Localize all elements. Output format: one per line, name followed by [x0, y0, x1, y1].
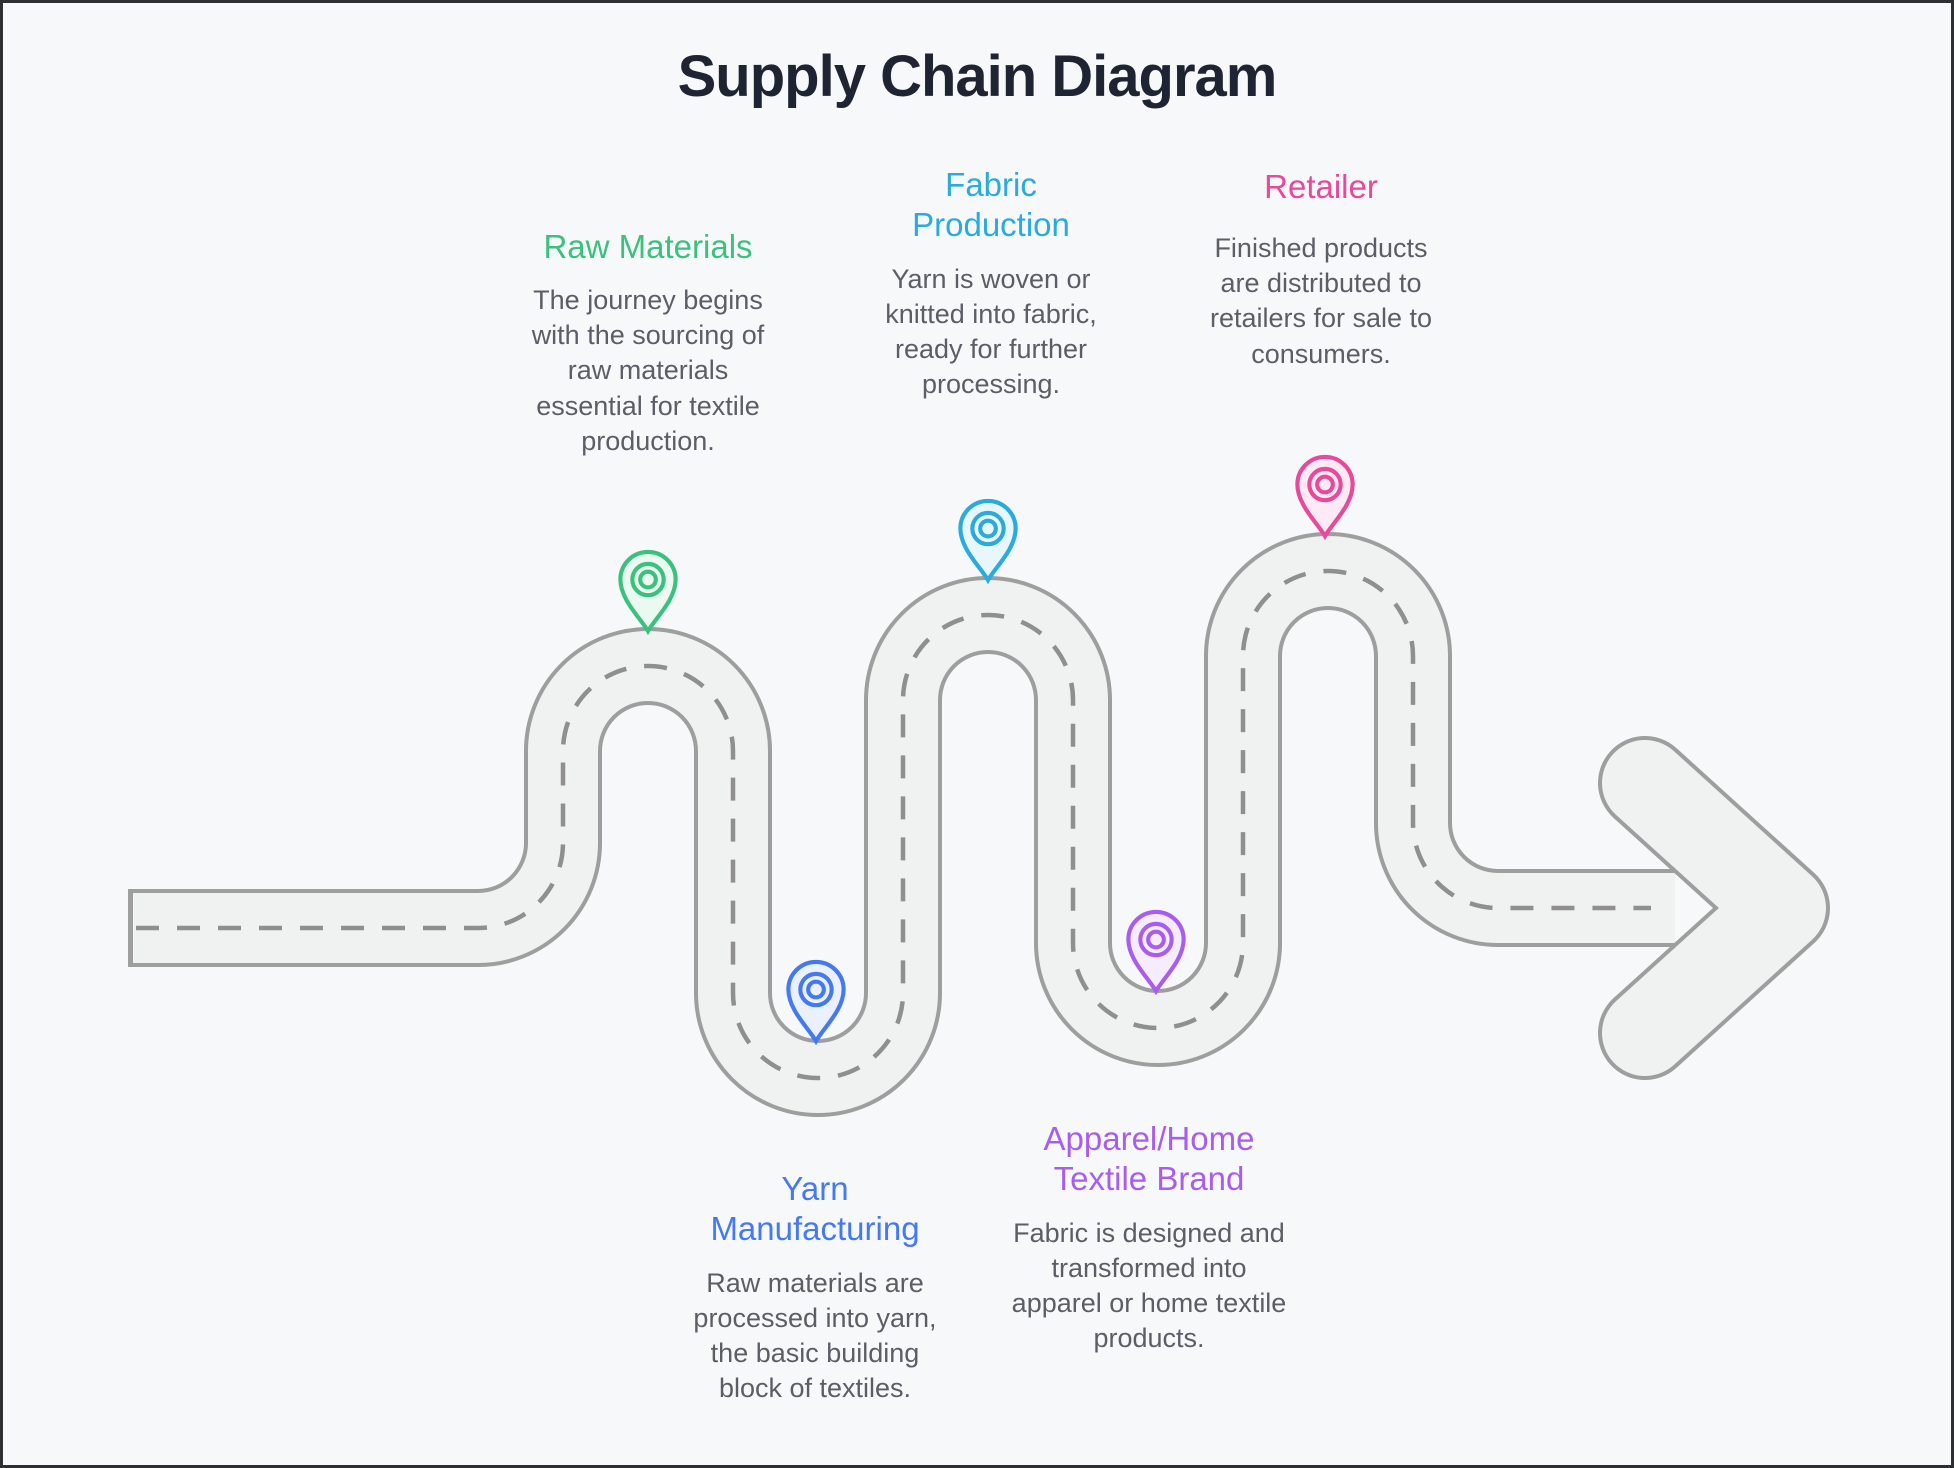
stage-raw-materials-description: The journey begins with the sourcing of … [531, 285, 765, 456]
fabric-production-pin-icon [958, 498, 1018, 584]
road-centerline [136, 568, 1651, 1081]
raw-materials-pin-icon [618, 549, 678, 635]
pin-dot [1315, 474, 1335, 495]
stage-raw-materials-label: Raw Materials [543, 228, 753, 265]
pin-dot [638, 569, 658, 590]
pin-ring [1307, 466, 1343, 503]
stage-fabric-production-label: Fabric Production [912, 166, 1070, 244]
stage-fabric-production-description: Yarn is woven or knitted into fabric, re… [885, 263, 1097, 399]
apparel-brand-pin-icon [1126, 909, 1186, 995]
stage-raw-materials: Raw Materials The journey begins with th… [513, 227, 783, 459]
stage-yarn-manufacturing-description: Raw materials are processed into yarn, t… [693, 1267, 937, 1403]
stage-fabric-production: Fabric Production Yarn is woven or knitt… [866, 165, 1116, 402]
pin-ring [970, 510, 1006, 547]
pin-dot [1146, 929, 1166, 950]
pin-ring [1138, 921, 1174, 958]
stage-retailer: Retailer Finished products are distribut… [1196, 167, 1446, 372]
arrow-head-icon [1602, 740, 1826, 1076]
stage-yarn-manufacturing: Yarn Manufacturing Raw materials are pro… [679, 1169, 951, 1406]
supply-chain-road [128, 532, 1830, 1117]
page-title: Supply Chain Diagram [677, 44, 1278, 109]
stage-yarn-manufacturing-label: Yarn Manufacturing [710, 1170, 920, 1248]
stage-retailer-description: Finished products are distributed to ret… [1209, 233, 1433, 369]
pin-dot [978, 518, 998, 539]
pin-ring [798, 971, 834, 1008]
pin-dot [806, 979, 826, 1000]
stage-apparel-home-textile-brand-label: Apparel/Home Textile Brand [1043, 1120, 1255, 1198]
stage-retailer-label: Retailer [1264, 168, 1378, 205]
retailer-pin-icon [1295, 454, 1355, 540]
stage-apparel-home-textile-brand-description: Fabric is designed and transformed into … [1011, 1217, 1287, 1353]
stage-apparel-home-textile-brand: Apparel/Home Textile Brand Fabric is des… [1007, 1119, 1291, 1356]
yarn-manufacturing-pin-icon [786, 959, 846, 1045]
pin-ring [630, 561, 666, 598]
